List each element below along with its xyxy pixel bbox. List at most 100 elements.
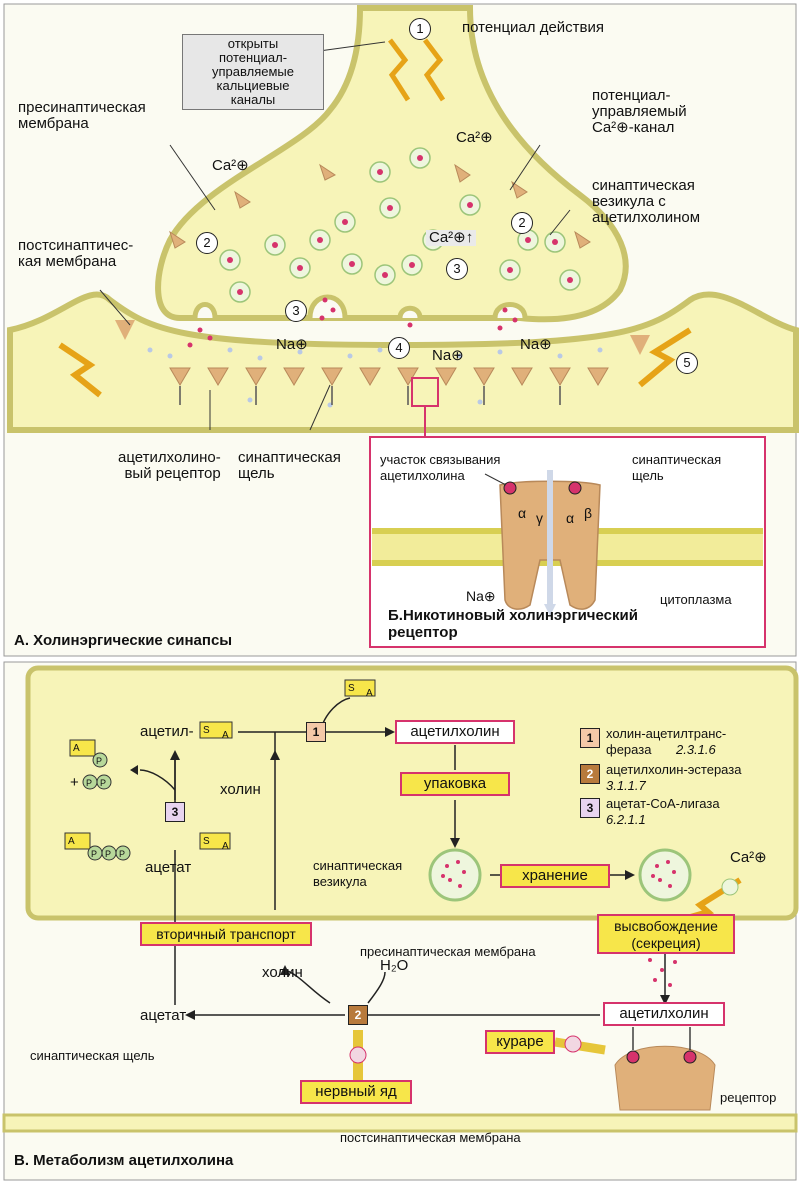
cytoplasm-label: цитоплазма (660, 592, 732, 607)
vesicle-label: синаптическая везикула с ацетилхолином (592, 177, 701, 226)
phosphate-6: P (119, 849, 126, 859)
calcium-channels (169, 163, 591, 249)
curare-box: курарe (485, 1030, 555, 1054)
ca-up-label: Ca²⊕↑ (426, 230, 477, 246)
pore-arrow (544, 604, 556, 616)
legend-1-ec: 2.3.1.6 (676, 742, 716, 757)
nerve-poison-box: нервный яд (300, 1080, 412, 1104)
step-3-left: 3 (285, 300, 307, 322)
binding-site-right (568, 481, 582, 495)
postsynaptic-membrane-c (2, 1113, 798, 1133)
step-2-left: 2 (196, 232, 218, 254)
synaptic-vesicle-label: синаптическая везикула (313, 858, 403, 889)
postsynaptic-potential-right (638, 327, 692, 388)
phosphates (82, 752, 131, 861)
sodium-ions (147, 347, 603, 408)
legend-2-name: ацетилхолин-эстераза (606, 762, 742, 777)
enzyme-3-marker: 3 (165, 802, 185, 822)
postsynaptic-potential-left (58, 342, 102, 398)
phosphate-3: P (100, 778, 107, 788)
ca-label-1: Ca²⊕ (456, 129, 493, 146)
legend-3-ec: 6.2.1.1 (606, 812, 646, 827)
release-box: высвобождение (секреция) (597, 914, 735, 954)
phosphate-2: P (86, 778, 93, 788)
exocytosis-sites (192, 294, 528, 319)
ca-label-c: Ca²⊕ (730, 849, 767, 866)
legend-2-ec: 3.1.1.7 (606, 778, 646, 793)
acyl-a-2: A (68, 836, 75, 847)
enzyme-1-marker: 1 (306, 722, 326, 742)
storage-box: хранение (500, 864, 610, 888)
synaptic-cleft-label: синаптическая щель (238, 449, 341, 482)
receptor-arrows (179, 386, 561, 405)
legend-1-marker: 1 (580, 728, 600, 748)
panel-b-title: Б.Никотиновый холинэргический рецептор (388, 607, 638, 641)
panel-a-title: А. Холинэргические синапсы (14, 632, 233, 649)
panel-c-title: В. Метаболизм ацетилхолина (14, 1152, 234, 1169)
phosphate-4: P (91, 849, 98, 859)
panel-b-na-label: Na⊕ (466, 588, 496, 604)
postsynaptic-membrane-label: постсинаптичес- кая мембрана (18, 237, 134, 270)
choline-label-top: холин (220, 781, 261, 798)
voltage-channel-label: потенциал- управляемый Ca²⊕-канал (592, 87, 687, 136)
enzyme-2-marker: 2 (348, 1005, 368, 1025)
na-label-3: Na⊕ (520, 336, 552, 353)
panel-b-cleft-label: синаптическая щель (632, 452, 722, 483)
ach-receptor-label: ацетилхолино- вый рецептор (118, 449, 221, 482)
acetate-label-top: ацетат (145, 859, 192, 876)
secondary-transport-box: вторичный транспорт (140, 922, 312, 946)
vesicle-contents (227, 155, 573, 295)
postsynaptic-membrane-c-label: постсинаптическая мембрана (340, 1130, 521, 1145)
na-label-2: Na⊕ (432, 347, 464, 364)
acetylcholine-box-bottom: ацетилхолин (603, 1002, 725, 1026)
step-2-right: 2 (511, 212, 533, 234)
action-potential-arrow-2 (423, 38, 446, 102)
choline-label-bottom: холин (262, 964, 303, 981)
postsynaptic-cell (7, 291, 799, 433)
coa-a-3: A (222, 841, 229, 852)
plus-sign: + (70, 774, 79, 791)
leader-lines (99, 41, 571, 431)
vesicle-c-right (638, 848, 692, 902)
arrow-heads (130, 727, 670, 1020)
acetylcholine-box-top: ацетилхолин (395, 720, 515, 744)
legend-1-name: холин-ацетилтранс- фераза (606, 726, 727, 757)
released-ach (187, 297, 518, 348)
coa-shapes (64, 679, 376, 850)
coa-s-1: S (203, 725, 210, 736)
acyl-a-1: A (73, 743, 80, 754)
coa-a-2: A (366, 688, 373, 699)
subunit-gamma: γ (536, 510, 543, 526)
legend-2-marker: 2 (580, 764, 600, 784)
phosphate-1: P (96, 756, 103, 766)
vesicle-c-dots (441, 860, 676, 888)
action-potential-arrow (388, 38, 411, 102)
released-ach-c (648, 958, 677, 987)
receptor-c-label: рецептор (720, 1090, 777, 1105)
binding-site-left (503, 481, 517, 495)
coa-s-3: S (203, 836, 210, 847)
packaging-box: упаковка (400, 772, 510, 796)
vesicle-c-left (428, 848, 482, 902)
legend-3-marker: 3 (580, 798, 600, 818)
step-1: 1 (409, 18, 431, 40)
subunit-alpha-1: α (518, 505, 527, 521)
water-label: H₂O (380, 957, 409, 974)
phosphate-5: P (105, 849, 112, 859)
subunit-beta: β (584, 505, 593, 521)
synaptic-cleft-c-label: синаптическая щель (30, 1048, 155, 1063)
legend-3-name: ацетат-СоА-лигаза (606, 796, 720, 811)
step-4: 4 (388, 337, 410, 359)
action-potential-label: потенциал действия (462, 19, 605, 36)
na-label-1: Na⊕ (276, 336, 308, 353)
step-5: 5 (676, 352, 698, 374)
receptor-row (169, 367, 609, 386)
step-3-top: 3 (446, 258, 468, 280)
acetate-label-bottom: ацетат (140, 1007, 187, 1024)
binding-site-label: участок связывания ацетилхолина (380, 452, 501, 483)
subunit-alpha-2: α (566, 510, 575, 526)
side-receptor-right (630, 335, 650, 355)
coa-a-1: A (222, 730, 229, 741)
coa-s-2: S (348, 683, 355, 694)
